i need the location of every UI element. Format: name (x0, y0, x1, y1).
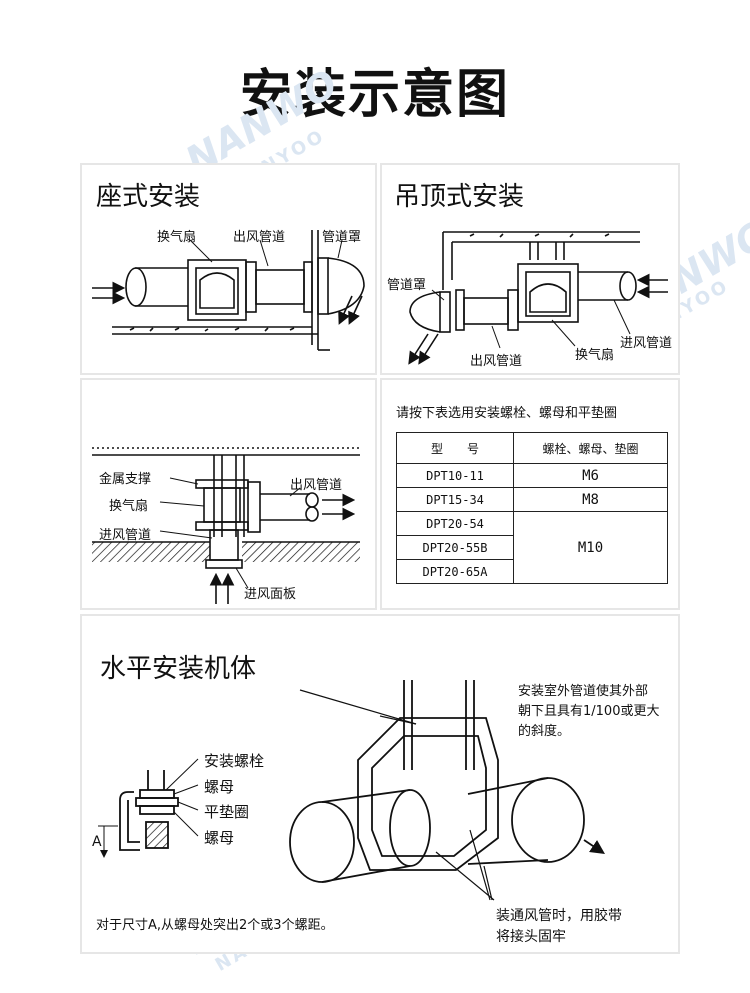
label-fan: 换气扇 (157, 230, 197, 245)
label-duct-cover: 管道罩 (387, 278, 427, 293)
spec-model: DPT10-11 (396, 463, 514, 488)
part-washer: 平垫圈 (204, 803, 250, 821)
spec-table: 型 号 螺栓、螺母、垫圈 DPT10-11 M6 DPT15-34 M8 DPT… (396, 432, 668, 584)
panel-ceiling-mount (380, 163, 680, 375)
label-duct-cover: 管道罩 (322, 230, 362, 245)
dimension-a: A (92, 834, 102, 850)
note-dimension-a: 对于尺寸A,从螺母处突出2个或3个螺距。 (96, 918, 334, 933)
spec-model: DPT15-34 (396, 487, 514, 512)
spec-bolt: M6 (513, 463, 668, 488)
label-bracket: 金属支撑 (99, 472, 152, 487)
horizontal-diagram (98, 680, 605, 901)
spec-header-model: 型 号 (396, 432, 514, 464)
table-row: DPT10-11 M6 (396, 463, 668, 488)
note-tape-line-2: 将接头固牢 (496, 929, 566, 945)
note-tape-line-1: 装通风管时，用胶带 (496, 908, 622, 924)
ceiling-mount-heading: 吊顶式安装 (394, 182, 525, 212)
part-bolt: 安装螺栓 (204, 752, 265, 770)
note-slope-line-3: 的斜度。 (518, 724, 571, 739)
spec-model: DPT20-65A (396, 559, 514, 584)
part-nut: 螺母 (204, 778, 235, 796)
table-row: DPT15-34 M8 (396, 487, 668, 512)
spec-model: DPT20-55B (396, 535, 514, 560)
suspended-diagram (92, 447, 360, 604)
panel-horizontal (80, 614, 680, 954)
label-fan: 换气扇 (575, 348, 615, 363)
part-nut-2: 螺母 (204, 829, 235, 847)
spec-table-intro: 请按下表选用安装螺栓、螺母和平垫圈 (396, 406, 618, 421)
table-row: DPT20-54 M10 (396, 511, 668, 584)
ceiling-mount-diagram (408, 231, 668, 365)
label-inlet-panel: 进风面板 (244, 587, 297, 602)
spec-model: DPT20-54 (396, 511, 514, 536)
spec-bolt: M8 (513, 487, 668, 512)
label-inlet-duct: 进风管道 (99, 528, 152, 543)
note-slope-line-2: 朝下且具有1/100或更大 (518, 704, 660, 719)
spec-bolt: M10 (513, 511, 668, 584)
panel-suspended (80, 378, 377, 610)
table-row: DPT20-55B (396, 535, 668, 560)
floor-mount-heading: 座式安装 (96, 182, 201, 212)
horizontal-heading: 水平安装机体 (100, 654, 257, 684)
floor-mount-diagram (92, 230, 365, 351)
label-outlet-duct: 出风管道 (233, 230, 286, 245)
label-outlet-duct: 出风管道 (290, 478, 343, 493)
note-slope-line-1: 安装室外管道使其外部 (518, 684, 649, 699)
spec-header-bolt: 螺栓、螺母、垫圈 (513, 432, 668, 464)
label-outlet-duct: 出风管道 (470, 354, 523, 369)
table-row: DPT20-65A (396, 559, 668, 584)
page-title: 安装示意图 (239, 65, 510, 125)
label-inlet-duct: 进风管道 (620, 336, 673, 351)
label-fan: 换气扇 (109, 499, 149, 514)
